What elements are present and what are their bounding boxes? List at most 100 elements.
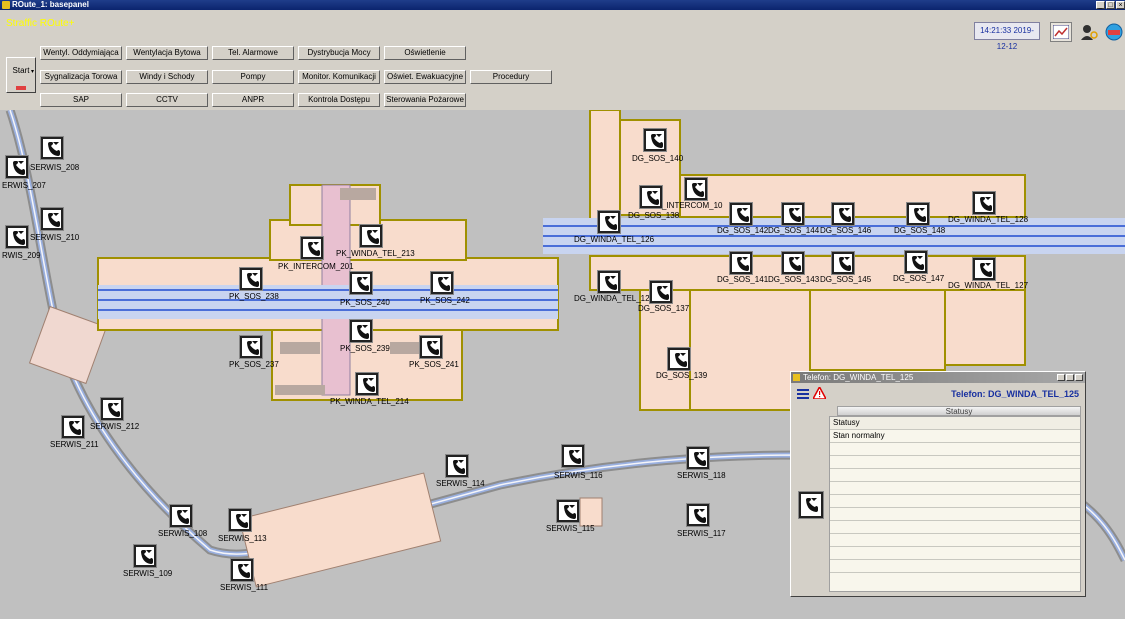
phone-icon[interactable] xyxy=(561,444,585,468)
device-label: SERWIS_118 xyxy=(677,471,726,480)
phone-icon[interactable] xyxy=(684,177,708,201)
phone-icon[interactable] xyxy=(5,155,29,179)
phone-icon[interactable] xyxy=(667,347,691,371)
menu-button-sygnalizacja-torowa[interactable]: Sygnalizacja Torowa xyxy=(40,70,122,84)
close-button[interactable]: × xyxy=(1116,1,1125,9)
phone-icon[interactable] xyxy=(5,225,29,249)
phone-icon[interactable] xyxy=(639,185,663,209)
table-row-empty xyxy=(830,547,1080,560)
device-label: SERWIS_210 xyxy=(30,233,80,242)
table-row-empty xyxy=(830,508,1080,521)
phone-icon[interactable] xyxy=(355,372,379,396)
phone-device-icon[interactable] xyxy=(798,491,824,519)
minimize-button[interactable]: _ xyxy=(1096,1,1105,9)
device-label: SERWIS_208 xyxy=(30,163,80,172)
device-label: DG_SOS_137 xyxy=(638,304,690,313)
popup-titlebar: Telefon: DG_WINDA_TEL_125 xyxy=(791,372,1085,383)
menu-button-label: Windy i Schody xyxy=(139,72,195,81)
menu-button-cctv[interactable]: CCTV xyxy=(126,93,208,107)
phone-icon[interactable] xyxy=(729,202,753,226)
menu-button-anpr[interactable]: ANPR xyxy=(212,93,294,107)
start-label: Start xyxy=(12,66,30,75)
popup-minimize-button[interactable] xyxy=(1057,374,1065,381)
popup-header: Telefon: DG_WINDA_TEL_125 xyxy=(951,389,1079,399)
user-search-icon[interactable] xyxy=(1078,22,1100,42)
chevron-down-icon: ▾ xyxy=(31,69,35,75)
phone-icon[interactable] xyxy=(349,271,373,295)
menu-button-monitor-komunikacji[interactable]: Monitor. Komunikacji xyxy=(298,70,380,84)
globe-icon[interactable] xyxy=(1103,22,1125,42)
phone-icon[interactable] xyxy=(349,319,373,343)
menu-button-dystrybucja-mocy[interactable]: Dystrybucja Mocy xyxy=(298,46,380,60)
popup-maximize-button[interactable] xyxy=(1066,374,1074,381)
phone-icon[interactable] xyxy=(781,202,805,226)
menu-button-pompy[interactable]: Pompy xyxy=(212,70,294,84)
phone-icon[interactable] xyxy=(831,251,855,275)
menu-icon[interactable] xyxy=(797,389,809,401)
phone-icon[interactable] xyxy=(61,415,85,439)
phone-icon[interactable] xyxy=(597,210,621,234)
menu-button-wentylacja-bytowa[interactable]: Wentylacja Bytowa xyxy=(126,46,208,60)
phone-icon[interactable] xyxy=(40,207,64,231)
phone-icon[interactable] xyxy=(100,397,124,421)
menu-button-label: Oświetlenie xyxy=(404,48,446,57)
device-label: PK_SOS_242 xyxy=(420,296,470,305)
table-row-empty xyxy=(830,560,1080,573)
device-label: DG_SOS_143 xyxy=(768,275,820,284)
menu-button-oswietlenie[interactable]: Oświetlenie xyxy=(384,46,466,60)
device-label: DG_WINDA_TEL_125 xyxy=(574,294,655,303)
menu-button-procedury[interactable]: Procedury xyxy=(470,70,552,84)
phone-icon[interactable] xyxy=(228,508,252,532)
device-label: PK_SOS_240 xyxy=(340,298,390,307)
device-label: RWIS_209 xyxy=(2,251,41,260)
phone-icon[interactable] xyxy=(419,335,443,359)
phone-icon[interactable] xyxy=(649,280,673,304)
phone-icon[interactable] xyxy=(133,544,157,568)
phone-icon[interactable] xyxy=(972,191,996,215)
phone-popup-window[interactable]: Telefon: DG_WINDA_TEL_125 Telefon: DG_WI… xyxy=(790,371,1086,597)
device-label: SERWIS_114 xyxy=(436,479,485,488)
device-label: DG_SOS_138 xyxy=(628,211,680,220)
phone-icon[interactable] xyxy=(230,558,254,582)
start-button[interactable]: Start ▾ xyxy=(6,57,36,93)
phone-icon[interactable] xyxy=(239,335,263,359)
tab-statusy[interactable]: Statusy xyxy=(837,406,1081,416)
phone-icon[interactable] xyxy=(169,504,193,528)
menu-button-sterowania-pozarowe[interactable]: Sterowania Pożarowe xyxy=(384,93,466,107)
chart-icon[interactable] xyxy=(1050,22,1072,42)
device-label: SERWIS_111 xyxy=(220,583,269,592)
device-label: PK_SOS_241 xyxy=(409,360,459,369)
menu-button-sap[interactable]: SAP xyxy=(40,93,122,107)
phone-icon[interactable] xyxy=(904,250,928,274)
menu-button-tel-alarmowe[interactable]: Tel. Alarmowe xyxy=(212,46,294,60)
menu-button-label: Oświet. Ewakuacyjne xyxy=(386,72,464,81)
phone-icon[interactable] xyxy=(239,267,263,291)
phone-icon[interactable] xyxy=(300,236,324,260)
popup-close-button[interactable] xyxy=(1075,374,1083,381)
device-label: DG_SOS_146 xyxy=(820,226,872,235)
phone-icon[interactable] xyxy=(643,128,667,152)
maximize-button[interactable]: □ xyxy=(1106,1,1115,9)
phone-icon[interactable] xyxy=(686,503,710,527)
menu-button-oswiet-ewakuacyjne[interactable]: Oświet. Ewakuacyjne xyxy=(384,70,466,84)
phone-icon[interactable] xyxy=(40,136,64,160)
phone-icon[interactable] xyxy=(597,270,621,294)
phone-icon[interactable] xyxy=(359,224,383,248)
device-label: DG_SOS_145 xyxy=(820,275,872,284)
phone-icon[interactable] xyxy=(686,446,710,470)
menu-button-label: Dystrybucja Mocy xyxy=(307,48,371,57)
phone-icon[interactable] xyxy=(831,202,855,226)
phone-icon[interactable] xyxy=(781,251,805,275)
phone-icon[interactable] xyxy=(729,251,753,275)
table-row[interactable]: Stan normalny xyxy=(830,430,1080,443)
device-label: DG_SOS_147 xyxy=(893,274,945,283)
menu-button-windy-i-schody[interactable]: Windy i Schody xyxy=(126,70,208,84)
menu-button-wentyl-oddymiajaca[interactable]: Wentyl. Oddymiająca xyxy=(40,46,122,60)
phone-icon[interactable] xyxy=(430,271,454,295)
phone-icon[interactable] xyxy=(972,257,996,281)
menu-button-kontrola-dostepu[interactable]: Kontrola Dostępu xyxy=(298,93,380,107)
phone-icon[interactable] xyxy=(445,454,469,478)
device-label: DG_SOS_144 xyxy=(768,226,820,235)
phone-icon[interactable] xyxy=(906,202,930,226)
phone-icon[interactable] xyxy=(556,499,580,523)
